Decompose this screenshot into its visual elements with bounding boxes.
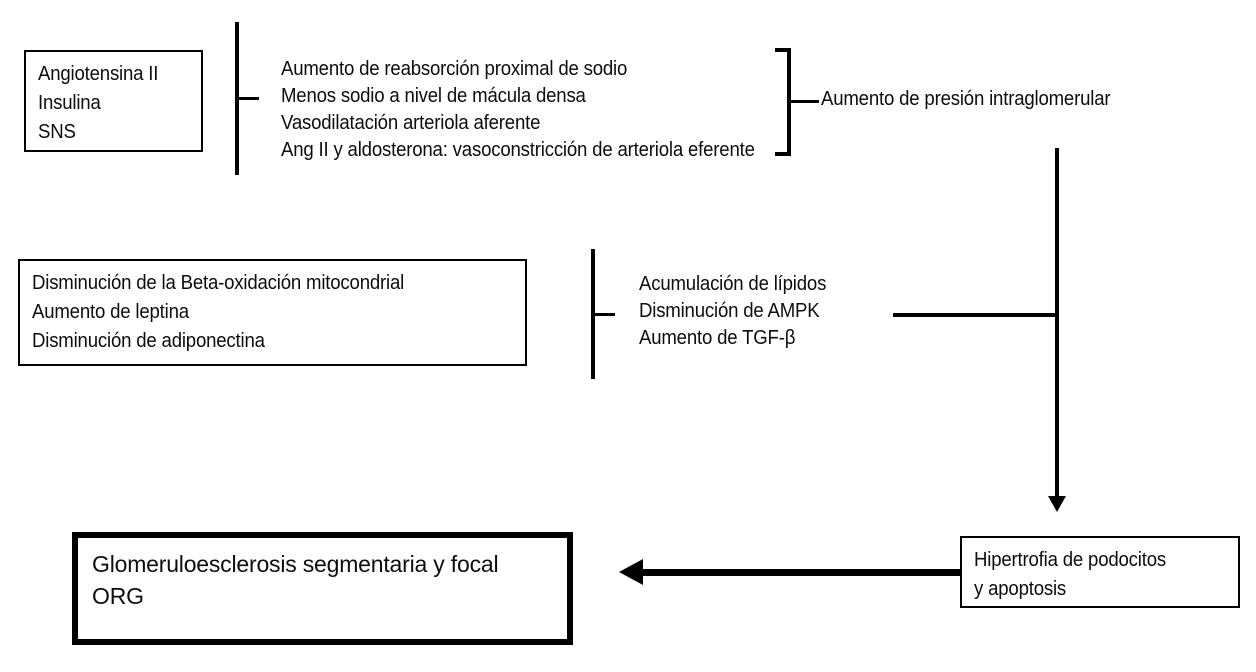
box-lipid-factors-line-2: Aumento de leptina: [32, 301, 189, 323]
box-hormonal-factors-line-2: Insulina: [38, 92, 101, 114]
box-outcome-line-1: Glomeruloesclerosis segmentaria y focal: [92, 551, 499, 577]
list-hemodynamic-line-1: Aumento de reabsorción proximal de sodio: [281, 58, 628, 80]
bracket-open-top-tick: [239, 97, 259, 100]
list-hemodynamic-effects: Aumento de reabsorción proximal de sodio…: [281, 56, 790, 164]
box-outcome-lines: Glomeruloesclerosis segmentaria y focal …: [92, 548, 561, 612]
list-hemodynamic-line-3: Vasodilatación arteriola aferente: [281, 112, 541, 134]
list-lipid-line-1: Acumulación de lípidos: [639, 273, 827, 295]
bracket-open-middle-tick: [595, 313, 615, 316]
arrow-down-trunk-shaft: [1055, 148, 1059, 498]
box-lipid-factors-line-3: Disminución de adiponectina: [32, 330, 265, 352]
box-hormonal-factors: Angiotensina II Insulina SNS: [24, 50, 203, 152]
box-hormonal-factors-line-1: Angiotensina II: [38, 63, 159, 85]
box-outcome-line-2: ORG: [92, 583, 144, 609]
arrow-left-shaft: [643, 569, 960, 576]
box-podocyte-hypertrophy-line-1: Hipertrofia de podocitos: [974, 549, 1166, 571]
box-podocyte-hypertrophy-line-2: y apoptosis: [974, 578, 1067, 600]
box-podocyte-hypertrophy: Hipertrofia de podocitos y apoptosis: [960, 536, 1240, 608]
list-lipid-effects: Acumulación de lípidos Disminución de AM…: [639, 271, 840, 352]
connector-lipid-to-trunk: [893, 313, 1059, 317]
box-hormonal-factors-line-3: SNS: [38, 121, 76, 143]
list-lipid-line-3: Aumento de TGF-β: [639, 327, 796, 349]
box-lipid-factors-line-1: Disminución de la Beta-oxidación mitocon…: [32, 272, 405, 294]
label-intraglomerular-pressure-text: Aumento de presión intraglomerular: [821, 88, 1111, 110]
bracket-open-top: [235, 22, 249, 175]
bracket-open-middle: [591, 249, 605, 379]
list-hemodynamic-line-4: Ang II y aldosterona: vasoconstricción d…: [281, 139, 755, 161]
box-lipid-factors: Disminución de la Beta-oxidación mitocon…: [18, 259, 527, 366]
arrow-left-head: [619, 559, 643, 585]
list-hemodynamic-line-2: Menos sodio a nivel de mácula densa: [281, 85, 586, 107]
box-podocyte-hypertrophy-lines: Hipertrofia de podocitos y apoptosis: [974, 546, 1232, 604]
box-lipid-factors-lines: Disminución de la Beta-oxidación mitocon…: [32, 269, 519, 356]
box-outcome-glomerulosclerosis: Glomeruloesclerosis segmentaria y focal …: [72, 532, 573, 645]
arrow-down-trunk-head: [1048, 496, 1066, 512]
bracket-close-top-tick: [789, 100, 819, 103]
box-hormonal-factors-lines: Angiotensina II Insulina SNS: [38, 60, 195, 147]
list-lipid-line-2: Disminución de AMPK: [639, 300, 820, 322]
label-intraglomerular-pressure: Aumento de presión intraglomerular: [821, 86, 1132, 113]
